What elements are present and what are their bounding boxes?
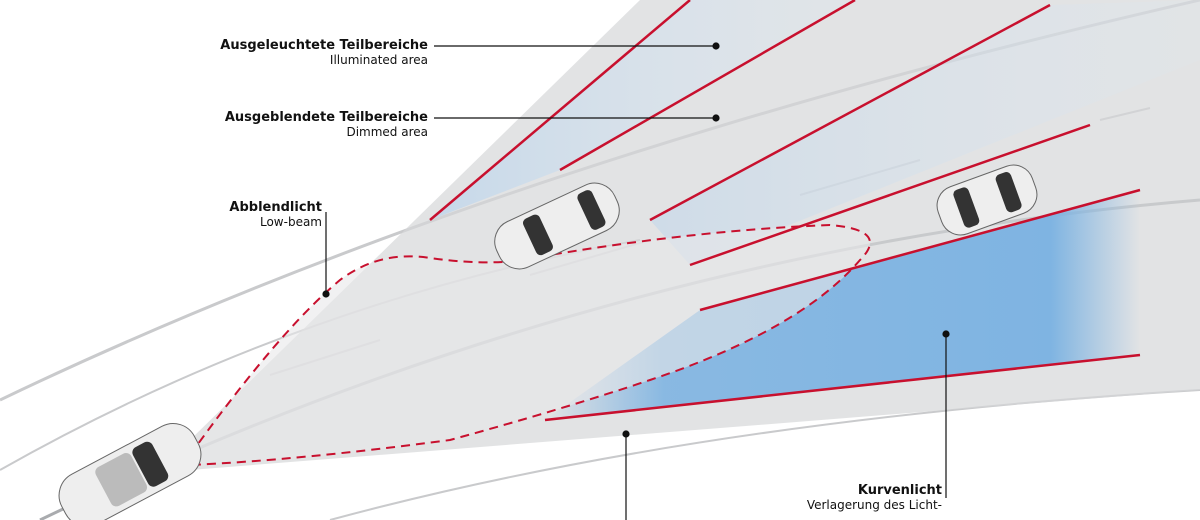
label-cornering: Kurvenlicht Verlagerung des Licht- — [807, 483, 942, 512]
label-dimmed-en: Dimmed area — [346, 125, 428, 139]
low-beam-outline — [189, 223, 871, 466]
label-cornering-en: Verlagerung des Licht- — [806, 498, 942, 512]
illuminated-area-mid — [650, 0, 1200, 265]
label-lowbeam-de: Abblendlicht — [229, 200, 322, 215]
label-lowbeam: Abblendlicht Low-beam — [229, 200, 322, 229]
preceding-car — [936, 164, 1038, 236]
illuminated-area-upper — [430, 0, 855, 220]
label-illuminated-en: Illuminated area — [329, 53, 428, 67]
label-illuminated: Ausgeleuchtete Teilbereiche Illuminated … — [220, 38, 428, 67]
label-lowbeam-en: Low-beam — [259, 215, 322, 229]
cutoff-lines — [429, 0, 1141, 422]
label-dimmed-de: Ausgeblendete Teilbereiche — [224, 110, 428, 125]
label-dimmed: Ausgeblendete Teilbereiche Dimmed area — [225, 110, 428, 139]
oncoming-car — [494, 182, 620, 270]
own-car — [58, 423, 202, 520]
label-cornering-de: Kurvenlicht — [857, 483, 942, 498]
leader-lines — [322, 42, 950, 520]
label-illuminated-de: Ausgeleuchtete Teilbereiche — [220, 38, 428, 53]
